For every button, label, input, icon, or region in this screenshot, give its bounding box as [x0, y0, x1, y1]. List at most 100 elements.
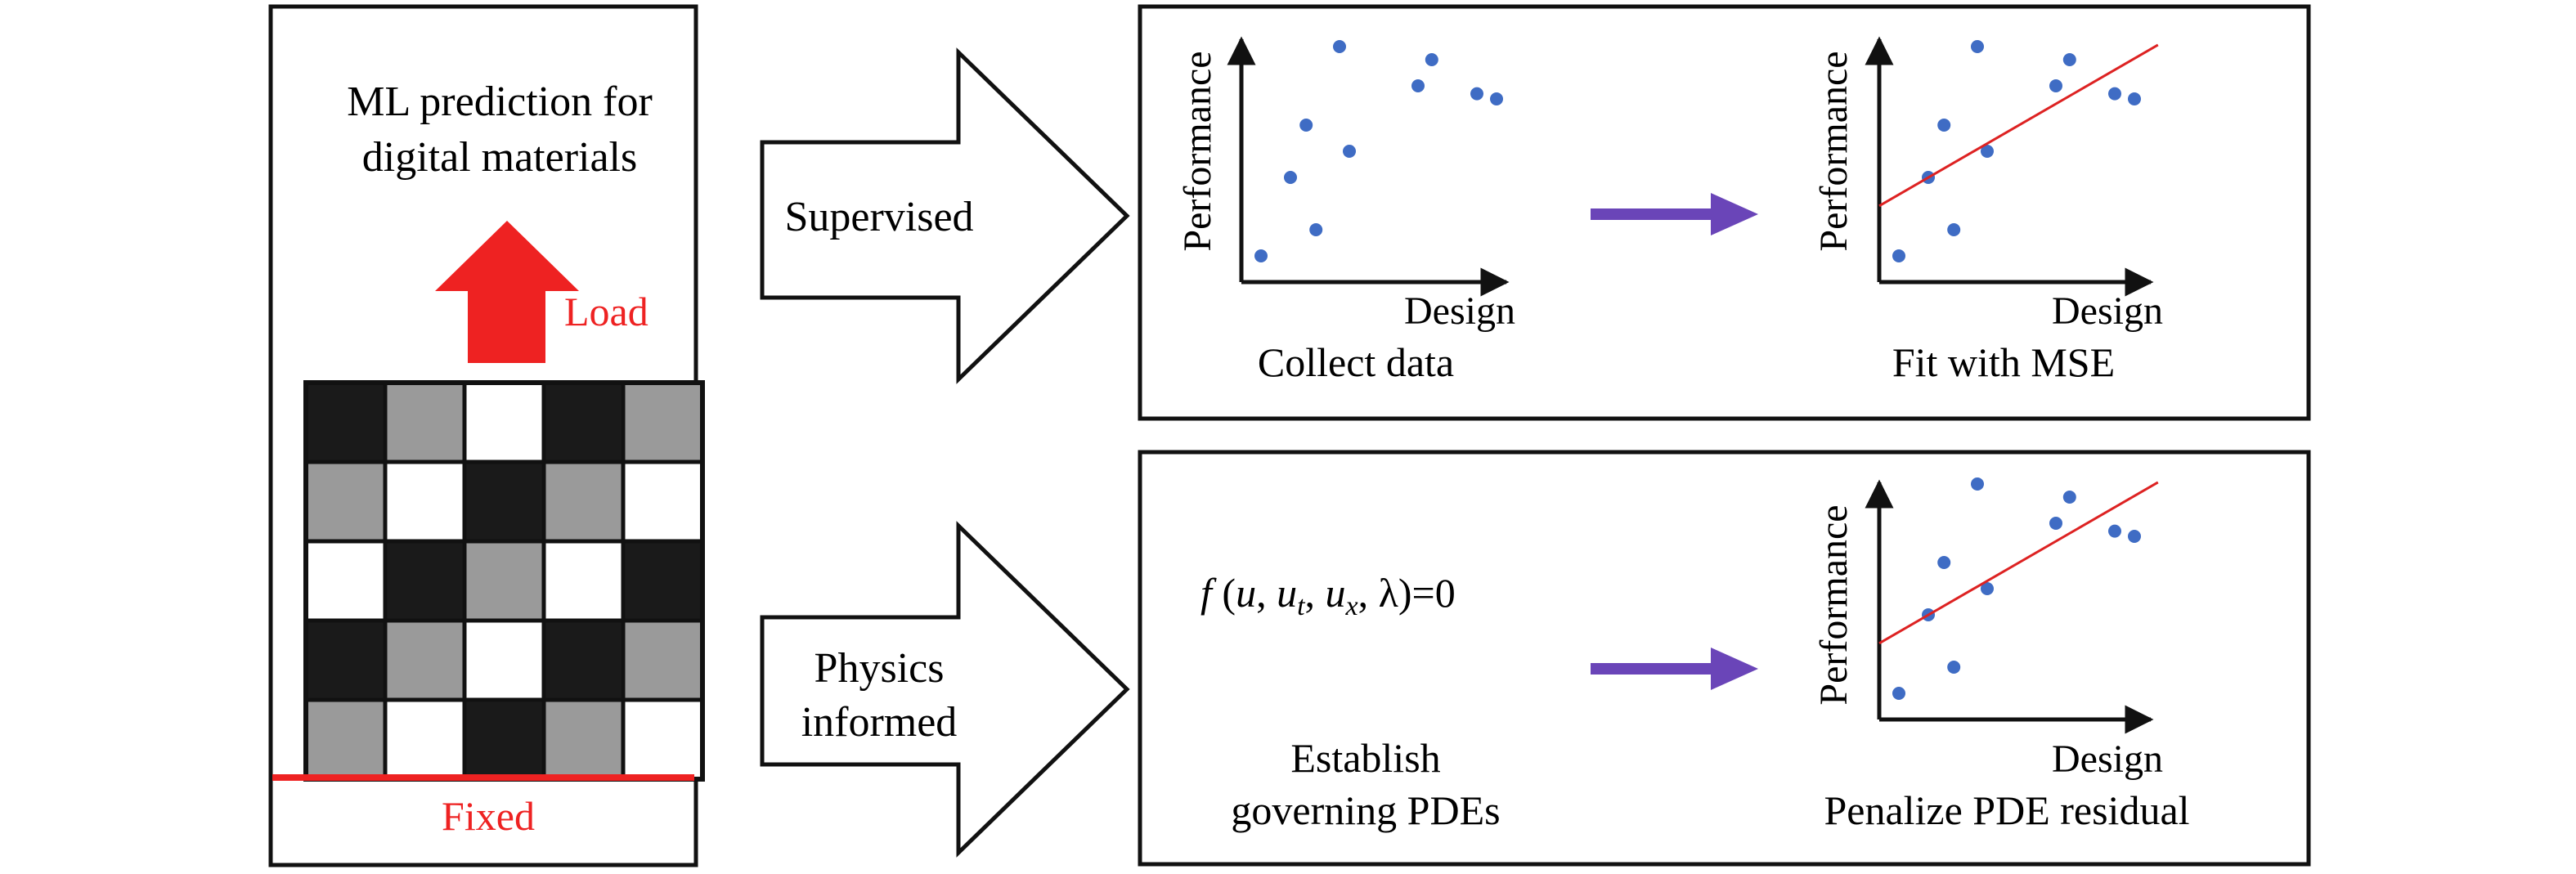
grid-cell-white [621, 697, 705, 782]
data-point [1971, 477, 1984, 491]
data-point [1947, 661, 1961, 674]
eq-t-subscript: t [1297, 591, 1306, 621]
fixed-label: Fixed [442, 793, 535, 839]
flow-arrow-head [1711, 648, 1758, 690]
eq-x-subscript: x [1345, 591, 1358, 621]
grid-cell-black [383, 539, 467, 623]
caption-fit-mse: Fit with MSE [1892, 339, 2115, 385]
data-point [2108, 87, 2121, 101]
y-axis-label: Performance [1812, 51, 1856, 251]
grid-cell-gray [541, 459, 626, 544]
caption-penalize-residual: Penalize PDE residual [1824, 787, 2189, 833]
left-panel-title-line2: digital materials [362, 134, 637, 181]
x-axis-label: Design [2052, 289, 2163, 333]
scatter-plot-residual: Performance Design [1812, 477, 2163, 781]
grid-cell-white [462, 380, 546, 464]
grid-cell-white [383, 697, 467, 782]
grid-cell-black [541, 380, 626, 464]
grid-cell-white [383, 459, 467, 544]
grid-cell-gray [303, 697, 388, 782]
grid-cell-white [303, 539, 388, 623]
grid-cell-white [621, 459, 705, 544]
data-point [1892, 687, 1905, 700]
load-arrow-icon [435, 221, 579, 363]
data-point [2049, 79, 2062, 92]
data-point [1971, 40, 1984, 53]
x-axis-label: Design [1404, 289, 1515, 333]
data-point [1254, 249, 1268, 262]
eq-open: ( [1212, 570, 1236, 616]
grid-cell-black [462, 459, 546, 544]
eq-sep1: , [1256, 570, 1277, 616]
material-grid [303, 380, 705, 782]
x-axis-label: Design [2052, 737, 2163, 781]
grid-cell-gray [541, 697, 626, 782]
data-point [1309, 223, 1323, 236]
data-point [1490, 92, 1503, 105]
grid-cell-gray [383, 618, 467, 702]
grid-cell-black [541, 618, 626, 702]
caption-establish-line2: governing PDEs [1231, 787, 1500, 833]
eq-ux: u [1326, 570, 1346, 616]
data-point [1284, 171, 1297, 184]
data-point [1937, 119, 1951, 132]
data-point [2049, 517, 2062, 530]
caption-establish-line1: Establish [1290, 735, 1440, 781]
flow-arrow-icon [1591, 648, 1758, 690]
data-point [2062, 53, 2076, 66]
supervised-arrow-shape [760, 47, 1130, 384]
physics-arrow-label-line1: Physics [815, 645, 945, 692]
data-points [1892, 477, 2141, 700]
grid-cell-gray [621, 380, 705, 464]
data-point [1981, 582, 1994, 595]
data-point [2108, 524, 2121, 538]
grid-cell-black [621, 539, 705, 623]
scatter-plot-fit: Performance Design [1812, 36, 2163, 333]
data-point [1411, 79, 1425, 92]
supervised-arrow: Supervised [760, 47, 1130, 384]
left-panel-title-line1: ML prediction for [347, 78, 653, 125]
data-point [1425, 53, 1438, 66]
y-axis-label: Performance [1812, 504, 1856, 705]
pde-equation: f (u, ut, ux, λ)=0 [1200, 570, 1456, 621]
physics-panel: f (u, ut, ux, λ)=0 Establish governing P… [1138, 450, 2311, 867]
grid-cell-black [303, 618, 388, 702]
data-point [1299, 119, 1313, 132]
physics-informed-arrow: Physics informed [760, 521, 1130, 858]
grid-cell-gray [621, 618, 705, 702]
data-point [1333, 40, 1346, 53]
caption-collect-data: Collect data [1258, 339, 1454, 385]
left-panel: ML prediction for digital materials Load… [268, 4, 705, 867]
grid-cell-black [303, 380, 388, 464]
grid-cell-gray [383, 380, 467, 464]
flow-arrow-icon [1591, 193, 1758, 235]
y-axis-label: Performance [1176, 51, 1219, 251]
data-point [1343, 145, 1356, 158]
physics-panel-frame [1138, 450, 2311, 867]
eq-ut: u [1277, 570, 1297, 616]
supervised-panel: Performance Design Collect data Performa… [1138, 4, 2311, 421]
data-point [1981, 145, 1994, 158]
data-point [2128, 530, 2141, 543]
data-point [1947, 223, 1961, 236]
grid-cell-white [541, 539, 626, 623]
eq-u: u [1236, 570, 1256, 616]
physics-arrow-label-line2: informed [801, 699, 958, 746]
data-point [2062, 491, 2076, 504]
eq-tail: , λ)=0 [1358, 570, 1456, 616]
data-point [1937, 556, 1951, 569]
data-point [1892, 249, 1905, 262]
grid-cell-gray [462, 539, 546, 623]
physics-arrow-shape [760, 521, 1130, 858]
load-arrow-shape [435, 221, 579, 363]
supervised-arrow-label: Supervised [784, 194, 973, 240]
data-points [1254, 40, 1503, 262]
fit-line [1878, 43, 2159, 208]
supervised-panel-frame [1138, 4, 2311, 421]
fit-line [1878, 481, 2159, 645]
flow-arrow-head [1711, 193, 1758, 235]
data-point [2128, 92, 2141, 105]
data-point [1470, 87, 1483, 101]
load-label: Load [564, 289, 648, 334]
